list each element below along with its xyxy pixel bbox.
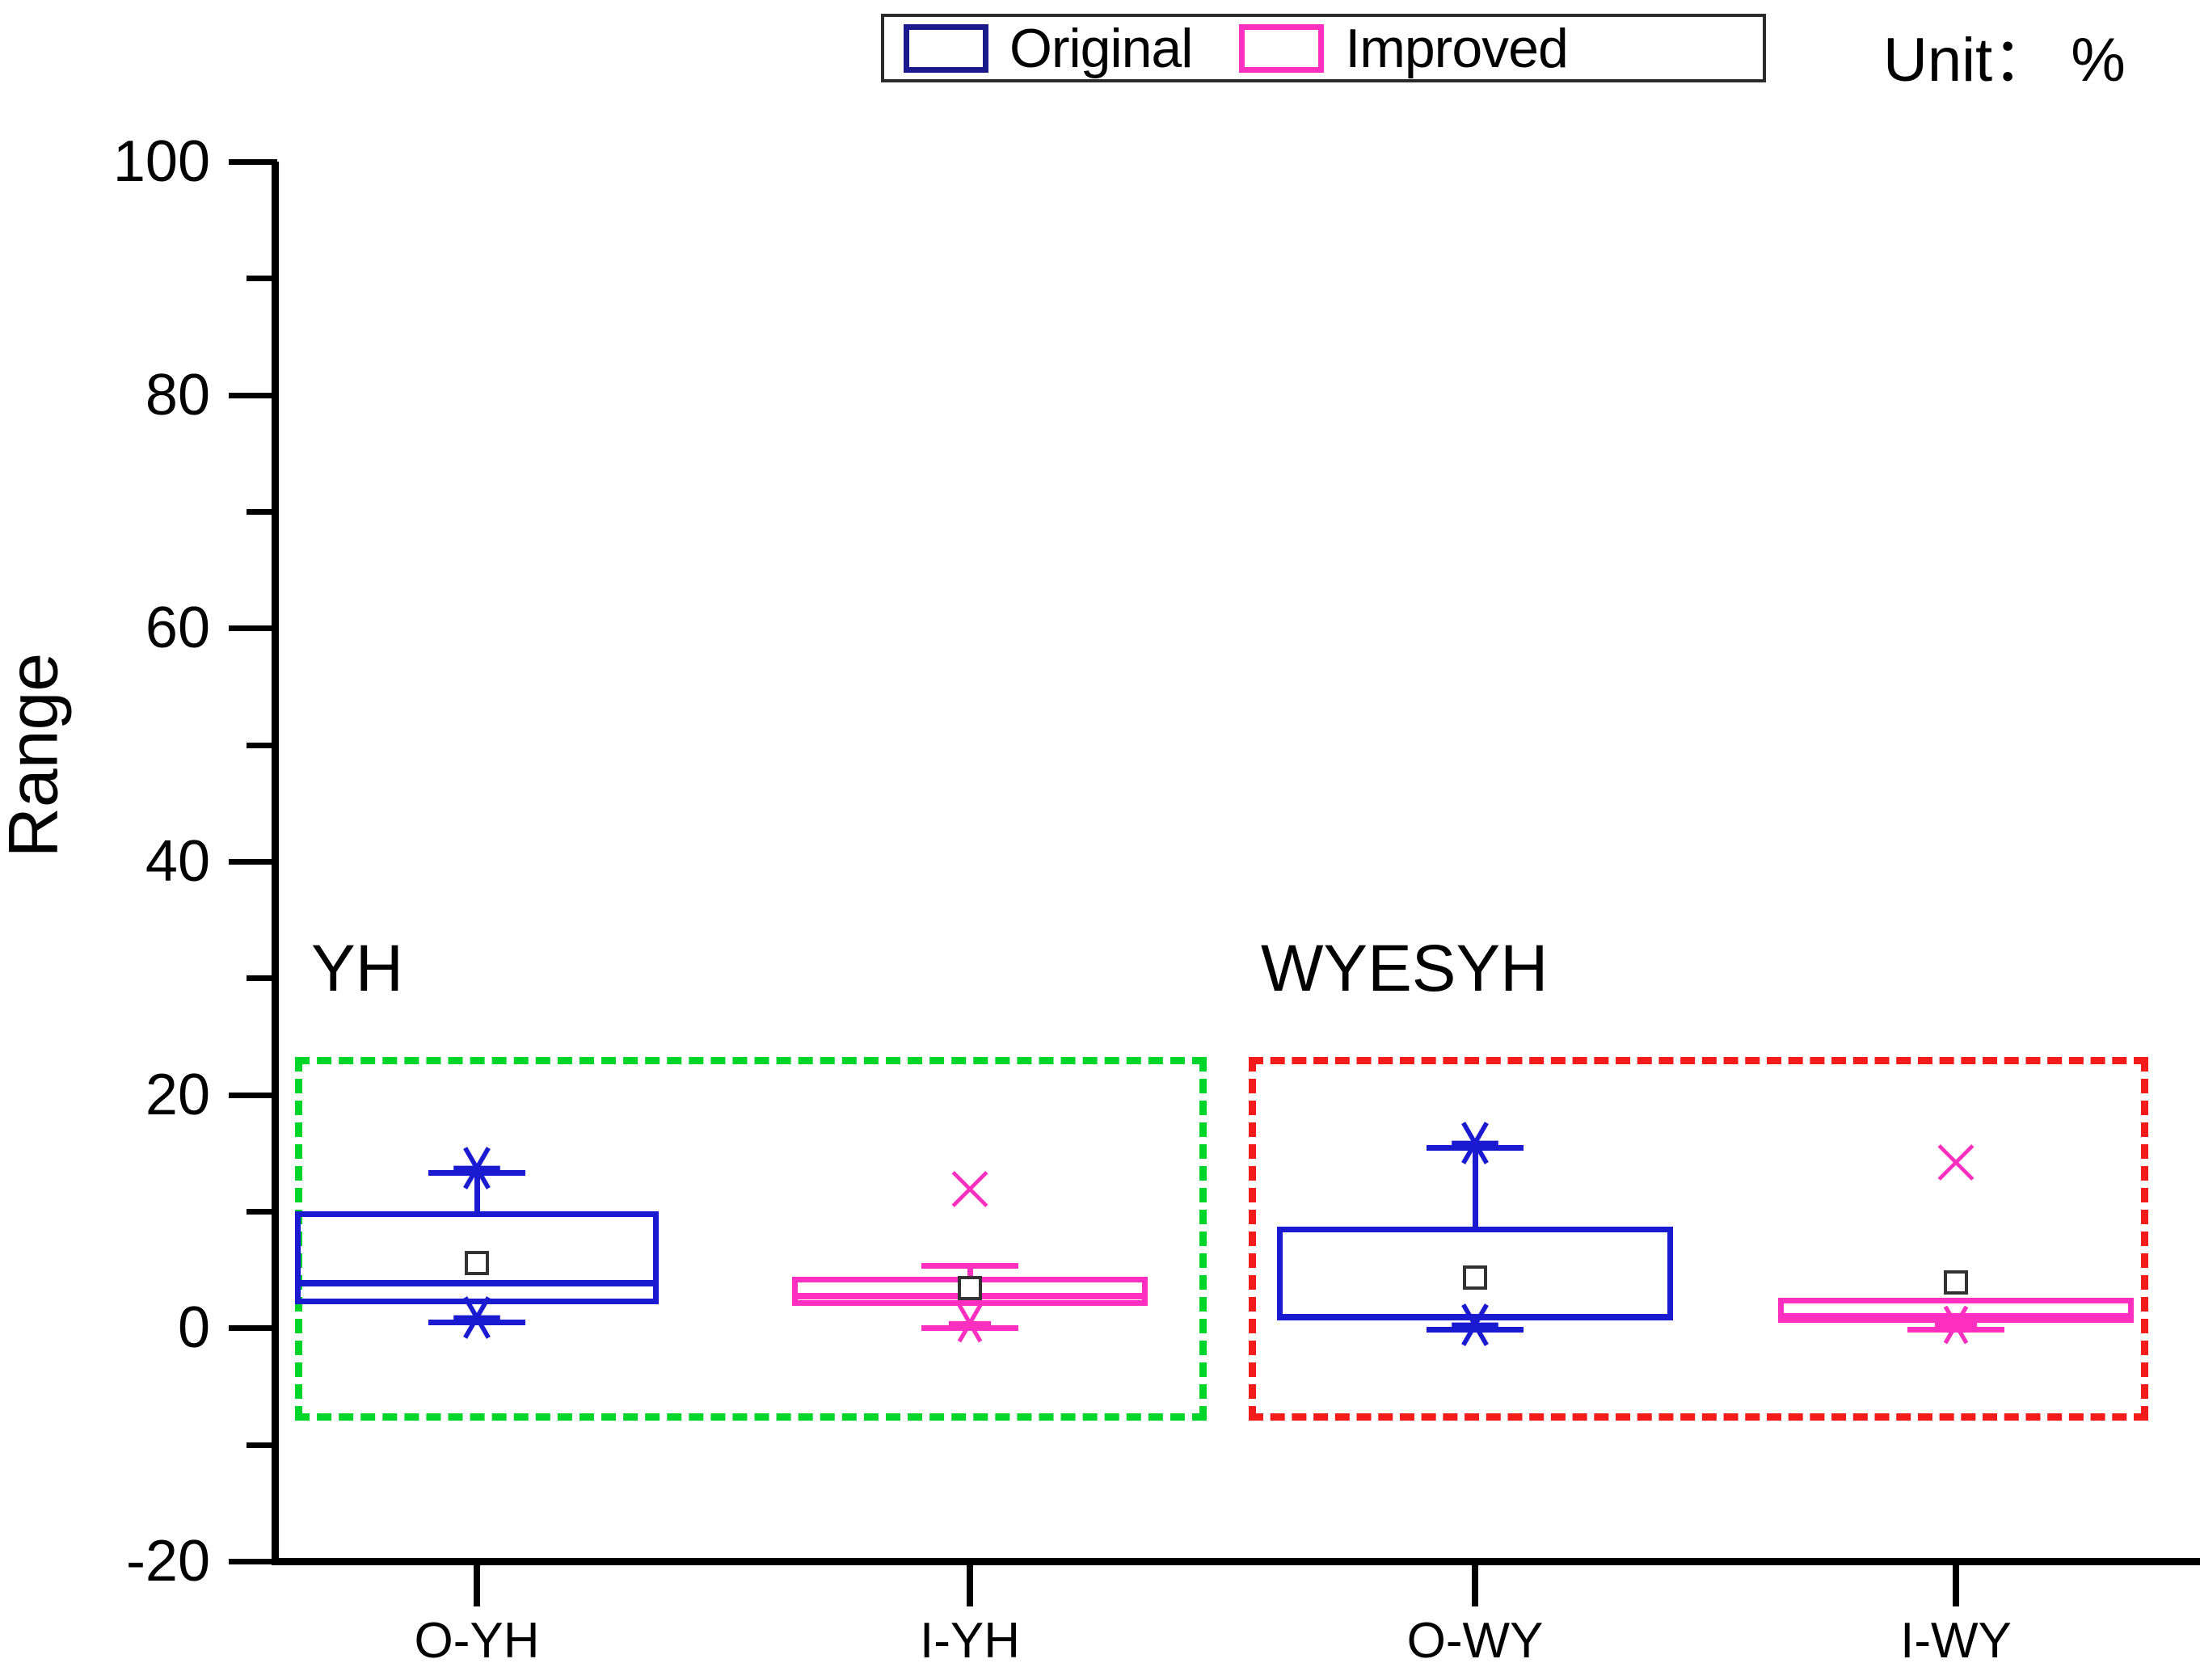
box-i-wy <box>1778 1297 2134 1319</box>
group-label-yh: YH <box>311 932 403 1005</box>
y-tick-major <box>229 159 277 165</box>
mean-marker <box>958 1276 982 1301</box>
y-tick-label: 20 <box>145 1062 210 1127</box>
chart-legend: Original Improved <box>881 14 1766 82</box>
x-tick-label: I-YH <box>920 1613 1020 1669</box>
y-tick-major <box>229 1325 277 1332</box>
y-tick-major <box>229 625 277 632</box>
x-tick <box>967 1564 973 1606</box>
unit-note: Unit： % <box>1883 26 2126 95</box>
outlier-x-marker <box>1935 1142 1977 1188</box>
outlier-star-marker <box>1932 1301 1979 1352</box>
mean-marker <box>1463 1265 1487 1291</box>
outlier-star-marker <box>451 1292 503 1348</box>
mean-marker <box>1944 1270 1968 1295</box>
y-tick-minor <box>247 975 277 982</box>
y-tick-label: 100 <box>112 129 210 194</box>
outlier-star-marker <box>451 1143 503 1198</box>
whisker-cap-lower <box>921 1325 1018 1332</box>
square-outline-icon <box>904 23 988 73</box>
outlier-star-marker <box>946 1300 993 1351</box>
group-frame-wyesyh <box>1249 1057 2148 1421</box>
x-tick <box>474 1564 480 1606</box>
median-line <box>1277 1314 1673 1320</box>
whisker-cap-upper <box>1427 1144 1524 1151</box>
y-tick-major <box>229 1092 277 1098</box>
y-tick-label: 80 <box>145 362 210 427</box>
legend-label-original: Original <box>1009 17 1193 79</box>
x-axis-line <box>272 1558 2200 1565</box>
y-tick-label: 0 <box>177 1295 210 1361</box>
group-label-wyesyh: WYESYH <box>1261 932 1549 1005</box>
y-tick-major <box>229 859 277 865</box>
y-tick-minor <box>247 742 277 748</box>
whisker-cap-upper <box>428 1170 525 1177</box>
legend-item-improved: Improved <box>1192 17 1569 79</box>
y-tick-label: 60 <box>145 596 210 661</box>
whisker-cap-lower <box>428 1320 525 1326</box>
whisker-upper <box>1473 1144 1478 1227</box>
x-tick-label: I-WY <box>1900 1613 2012 1669</box>
y-tick-minor <box>247 1442 277 1448</box>
y-tick-major <box>229 1559 277 1564</box>
whisker-cap-lower <box>1427 1326 1524 1333</box>
whisker-upper <box>474 1170 480 1211</box>
outlier-x-marker <box>949 1168 991 1215</box>
y-tick-label: 40 <box>145 829 210 894</box>
y-tick-minor <box>247 276 277 282</box>
legend-label-improved: Improved <box>1345 17 1568 79</box>
median-line <box>1778 1316 2134 1323</box>
y-tick-label: -20 <box>125 1529 210 1594</box>
square-outline-icon <box>1239 23 1325 73</box>
whisker-upper <box>967 1262 973 1277</box>
legend-item-original: Original <box>884 17 1193 79</box>
box-o-yh <box>295 1211 659 1305</box>
outlier-star-marker <box>1449 1299 1501 1354</box>
whisker-cap-lower <box>1907 1326 2004 1333</box>
x-tick-label: O-YH <box>414 1613 540 1669</box>
x-tick <box>1472 1564 1478 1606</box>
x-tick-label: O-WY <box>1406 1613 1544 1669</box>
y-tick-minor <box>247 509 277 515</box>
x-tick <box>1953 1564 1959 1606</box>
whisker-cap-upper <box>921 1262 1018 1269</box>
y-tick-major <box>229 392 277 398</box>
outlier-star-marker <box>1449 1117 1501 1173</box>
mean-marker <box>465 1250 489 1275</box>
y-tick-minor <box>247 1209 277 1215</box>
median-line <box>295 1280 659 1287</box>
